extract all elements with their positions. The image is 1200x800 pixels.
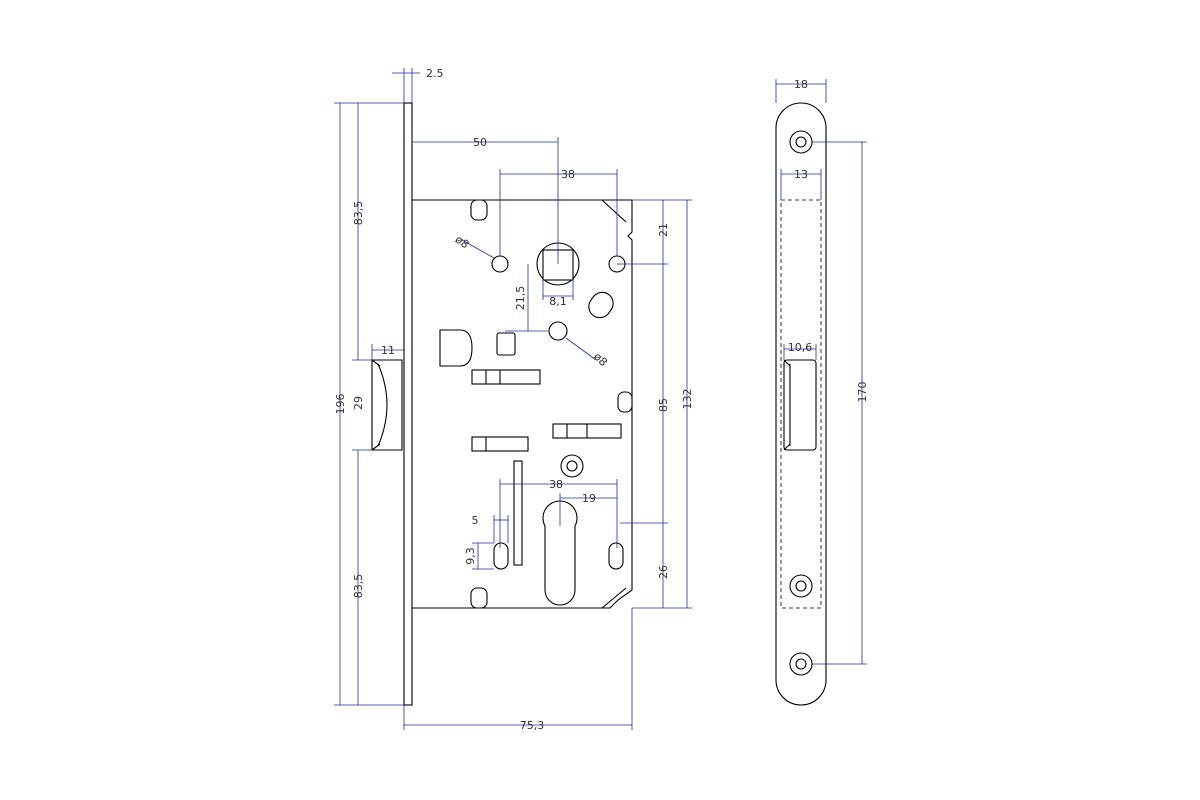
side-view-dimension-lines — [334, 68, 692, 730]
latch-bolt — [371, 359, 403, 451]
internal-mechanism — [439, 199, 633, 609]
dim-overall-height: 196 — [334, 394, 347, 415]
dim-spindle-square: 8,1 — [549, 295, 567, 308]
dim-case-height: 132 — [681, 389, 694, 410]
dim-latch-depth: 10,6 — [788, 341, 813, 354]
lock-case-body — [412, 199, 633, 609]
cylinder-cutout — [542, 500, 578, 606]
dim-hole-diameter-top: ø8 — [453, 233, 472, 252]
side-view-faceplate — [403, 102, 413, 706]
dim-spindle-hole-pitch: 38 — [561, 168, 575, 181]
dim-hole-diameter-mid: ø8 — [591, 350, 610, 369]
dim-spindle-to-cylinder: 85 — [657, 398, 670, 412]
dim-hole-spacing: 170 — [856, 382, 869, 403]
front-view-dimension-lines — [775, 79, 867, 665]
dim-backset: 50 — [473, 136, 487, 149]
dim-top-to-spindle: 21 — [657, 223, 670, 237]
dimension-labels: 196 83,5 29 83,5 11 2.5 50 38 ø8 ø8 21,5… — [334, 67, 869, 732]
dim-overall-depth: 75,3 — [520, 719, 545, 732]
dim-latch-width: 11 — [381, 344, 395, 357]
dim-cylinder-to-bottom: 26 — [657, 565, 670, 579]
dim-lower-height: 83,5 — [352, 574, 365, 599]
dim-spindle-offset: 21,5 — [514, 286, 527, 311]
dim-body-width: 13 — [794, 168, 808, 181]
dim-upper-height: 83,5 — [352, 201, 365, 226]
dim-plate-width: 18 — [794, 78, 808, 91]
dim-slot-width: 5 — [472, 514, 479, 527]
dim-cylinder-hole-pitch: 38 — [549, 478, 563, 491]
dim-latch-height: 29 — [352, 396, 365, 410]
dim-faceplate-thickness: 2.5 — [426, 67, 444, 80]
dim-cylinder-offset: 19 — [582, 492, 596, 505]
dim-slot-height: 9,3 — [464, 547, 477, 565]
front-view-faceplate — [775, 102, 827, 706]
